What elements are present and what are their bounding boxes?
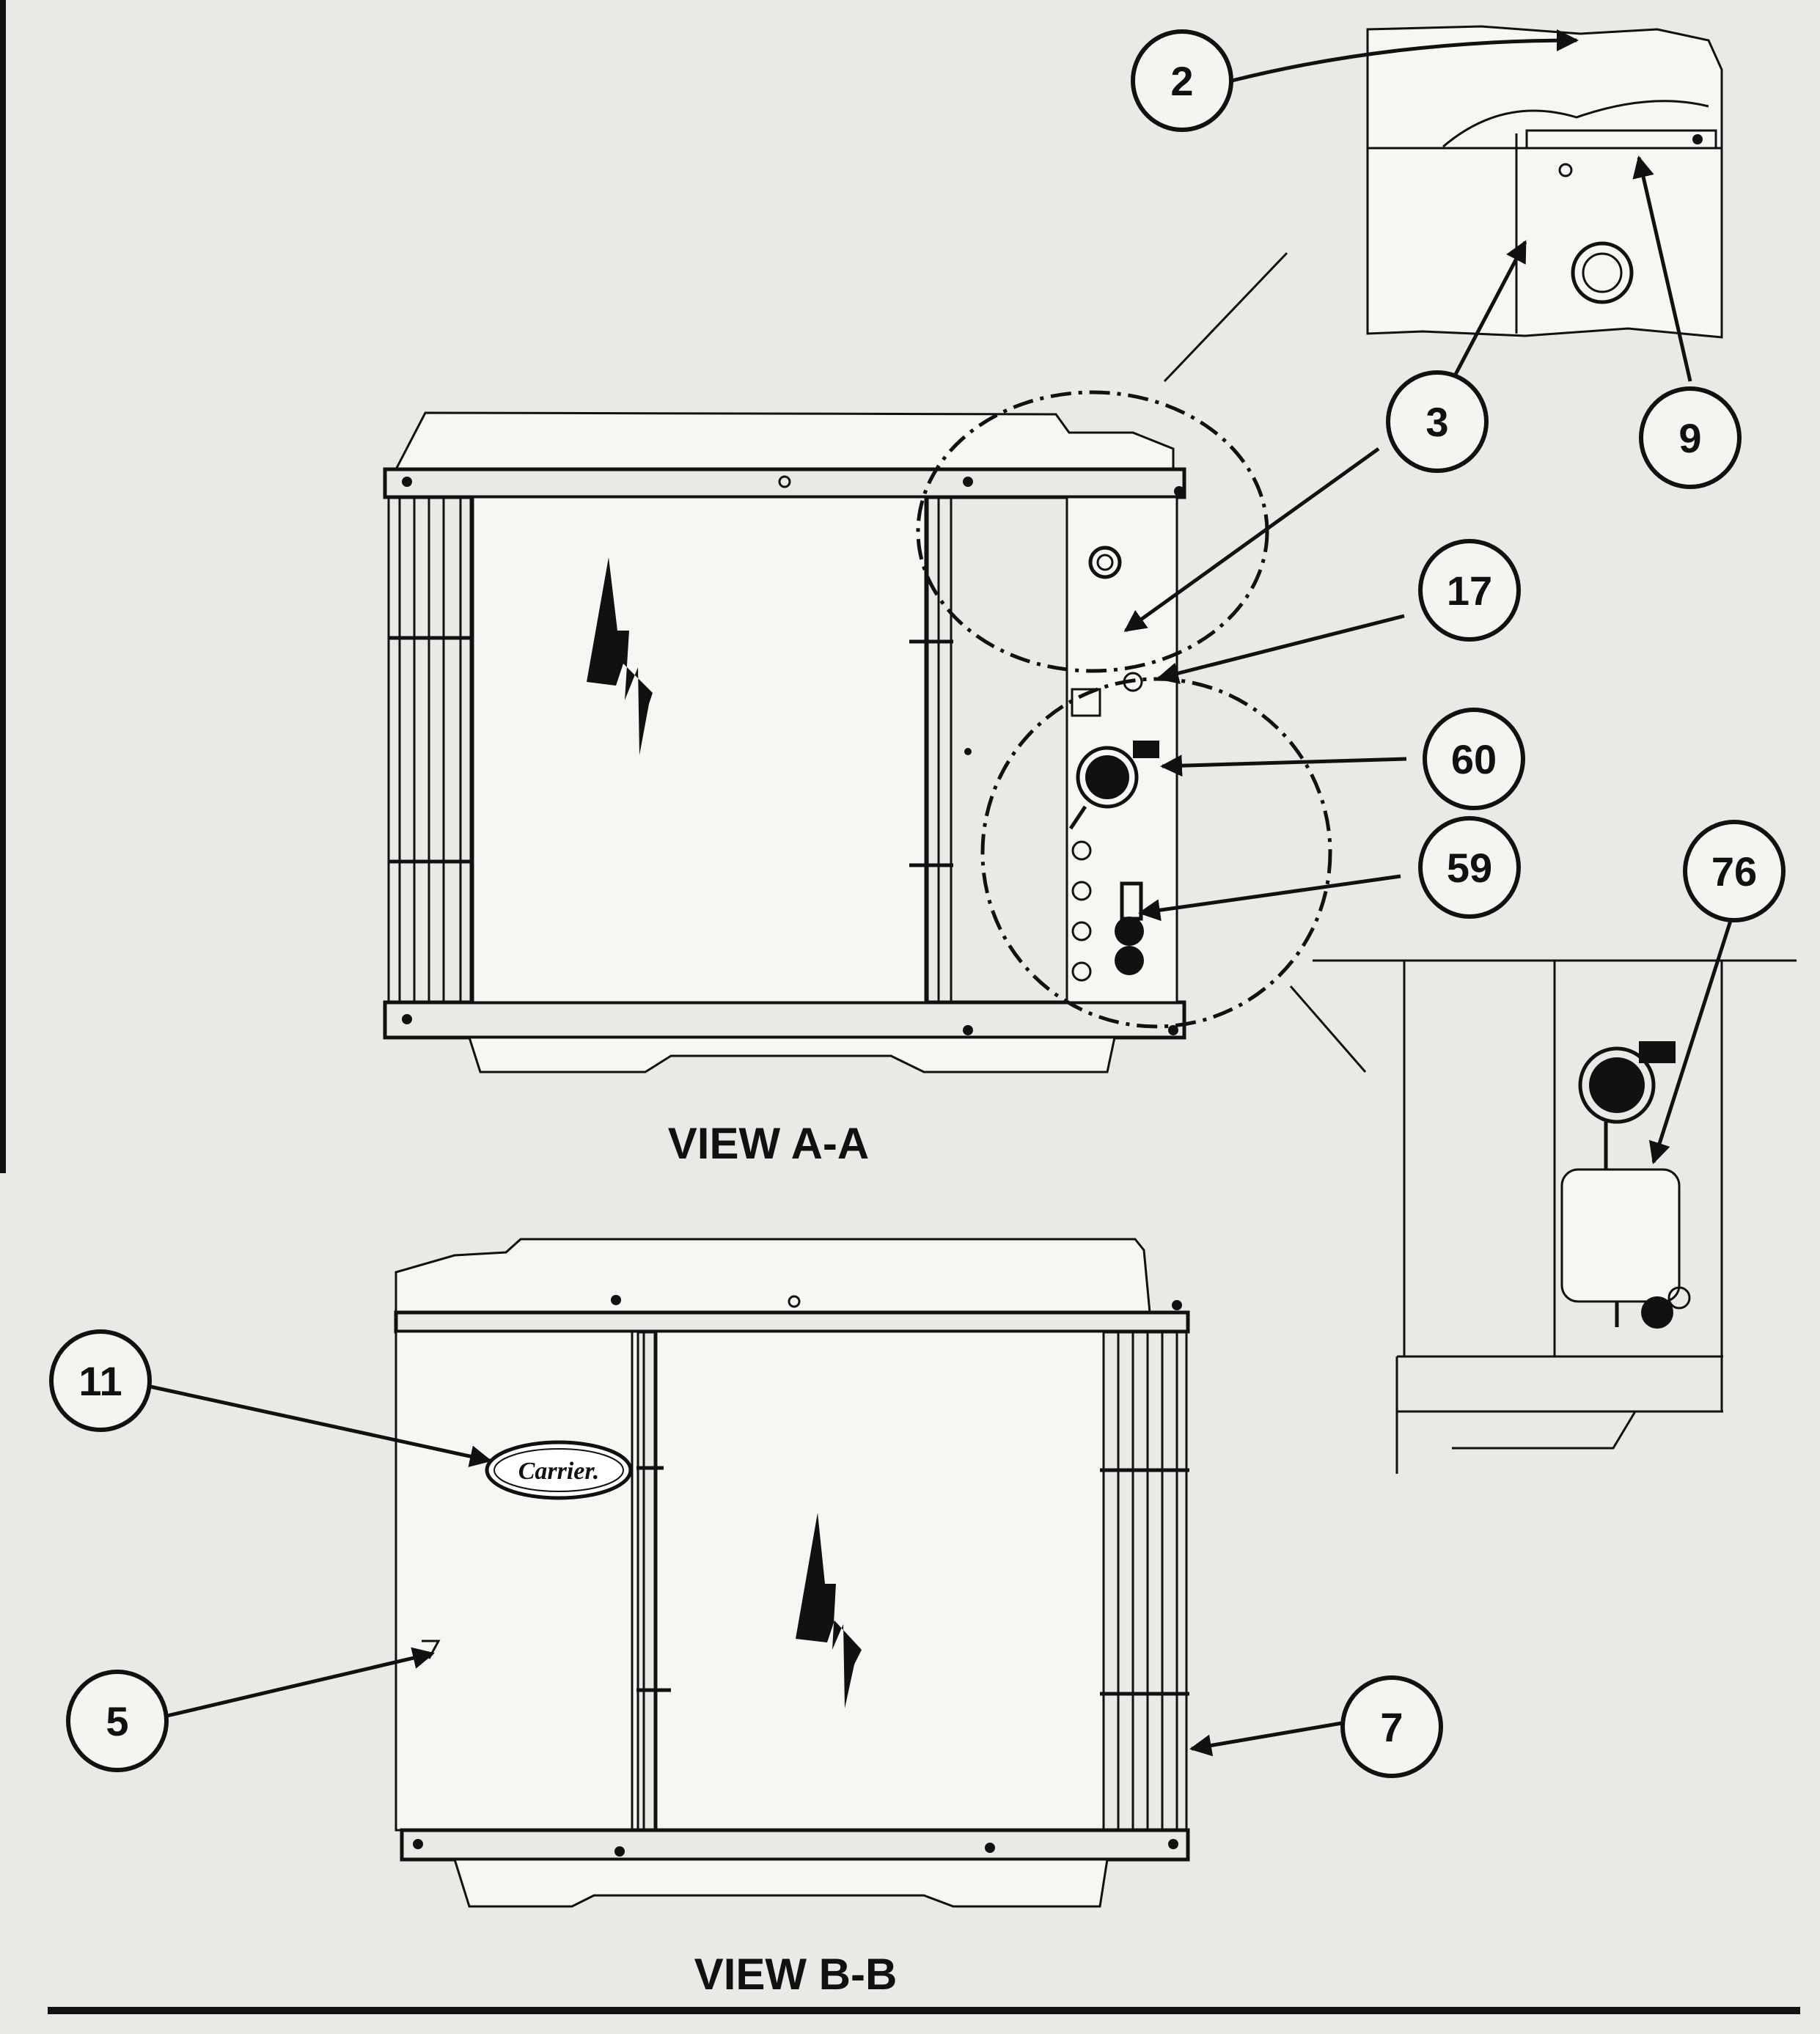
- svg-text:11: 11: [78, 1358, 122, 1404]
- leader-9: [1632, 155, 1692, 382]
- callout-11: 11: [49, 1329, 152, 1432]
- view-a-logo-mark: [587, 557, 653, 755]
- callout-76: 76: [1683, 820, 1786, 922]
- view-b-rail-bolts: [413, 1295, 1182, 1857]
- view-b-right-grille: [1100, 1332, 1189, 1830]
- view-a-knockouts: [1071, 840, 1092, 982]
- detail-circle-lower: [980, 677, 1332, 1029]
- callout-3: 3: [1386, 370, 1489, 473]
- view-a-bottom-rail: [383, 1000, 1186, 1040]
- leader-3: [1123, 447, 1380, 633]
- detail-lower-right: [1313, 959, 1797, 1474]
- detail-accumulator: [1560, 1168, 1681, 1303]
- view-a-top-rail: [383, 467, 1186, 499]
- detail-circle-upper: [916, 390, 1269, 673]
- callout-59: 59: [1418, 816, 1521, 919]
- callout-60: 60: [1423, 708, 1525, 810]
- svg-text:76: 76: [1711, 848, 1757, 895]
- leader-60: [1160, 755, 1407, 777]
- view-a-access-panel: [471, 496, 929, 1004]
- view-b-bottom-rail: [400, 1828, 1190, 1862]
- svg-text:60: 60: [1451, 736, 1497, 782]
- svg-text:9: 9: [1678, 415, 1701, 461]
- callout-5: 5: [66, 1670, 169, 1772]
- svg-text:5: 5: [106, 1698, 128, 1744]
- svg-text:7: 7: [1380, 1704, 1403, 1750]
- carrier-logo: Carrier.: [485, 1440, 633, 1500]
- view-b-left-grille: [631, 1332, 671, 1830]
- callout-17: 17: [1418, 539, 1521, 642]
- leader-7: [1189, 1721, 1343, 1757]
- view-b-access-panel: [655, 1330, 1105, 1832]
- svg-text:17: 17: [1447, 568, 1492, 614]
- view-b-logo-mark: [796, 1513, 862, 1708]
- leader-2: [1231, 29, 1579, 83]
- leader-lines: [146, 29, 1736, 1757]
- leader-11: [146, 1384, 492, 1467]
- detail-lower-projection-line: [1289, 985, 1367, 1073]
- leader-17: [1156, 614, 1405, 684]
- view-b-top-cover: [395, 1238, 1151, 1314]
- svg-text:59: 59: [1447, 845, 1492, 891]
- view-b-title: VIEW B-B: [694, 1950, 898, 1999]
- detail-upper-projection-line: [1163, 252, 1288, 383]
- callout-9: 9: [1639, 386, 1742, 489]
- callout-2: 2: [1131, 29, 1233, 132]
- leader-3-detail: [1450, 240, 1527, 383]
- leader-76: [1648, 908, 1736, 1164]
- carrier-logo-text: Carrier.: [518, 1458, 600, 1485]
- view-a-title: VIEW A-A: [668, 1119, 869, 1168]
- view-a-base-pan: [467, 1036, 1116, 1073]
- detail-service-valve: [1589, 1057, 1645, 1113]
- view-a-service-valves: [1068, 741, 1159, 975]
- callout-7: 7: [1340, 1675, 1443, 1778]
- view-a-grommet: [1088, 546, 1122, 579]
- leader-5: [166, 1647, 435, 1718]
- view-b-side-panel: [395, 1330, 639, 1832]
- bottom-rule: [48, 2007, 1800, 2014]
- view-b-unit: Carrier.: [394, 1238, 1190, 1908]
- svg-text:2: 2: [1170, 58, 1193, 104]
- view-a-right-grille: [909, 497, 953, 1002]
- view-a-left-grille: [387, 497, 477, 1002]
- left-page-edge: [0, 0, 6, 1173]
- view-b-top-rail: [394, 1310, 1190, 1334]
- view-a-rail-bolts: [402, 475, 1184, 1035]
- svg-text:3: 3: [1425, 399, 1448, 445]
- detail-upper-grommet: [1571, 241, 1634, 304]
- view-a-unit: [383, 252, 1367, 1073]
- leader-59: [1138, 874, 1401, 922]
- view-b-base-pan: [452, 1858, 1109, 1908]
- view-a-top-cover: [394, 411, 1175, 471]
